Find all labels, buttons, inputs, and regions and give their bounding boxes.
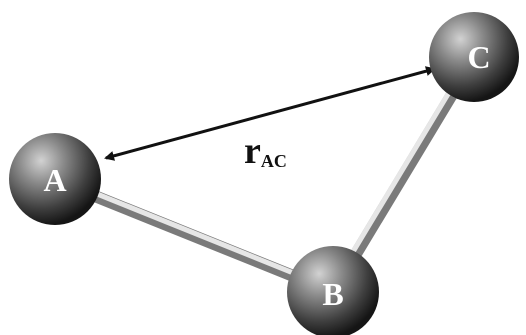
atom-a-label: A [43,162,66,198]
distance-arrow-a-c [106,69,434,158]
atom-c: C [429,12,519,102]
atom-b: B [287,246,379,335]
distance-label: rAC [244,130,287,172]
atom-a: A [9,133,101,225]
atom-c-label: C [467,39,490,75]
distance-label-main: r [244,130,261,172]
distance-label-subscript: AC [261,151,287,171]
atom-b-label: B [322,276,343,312]
